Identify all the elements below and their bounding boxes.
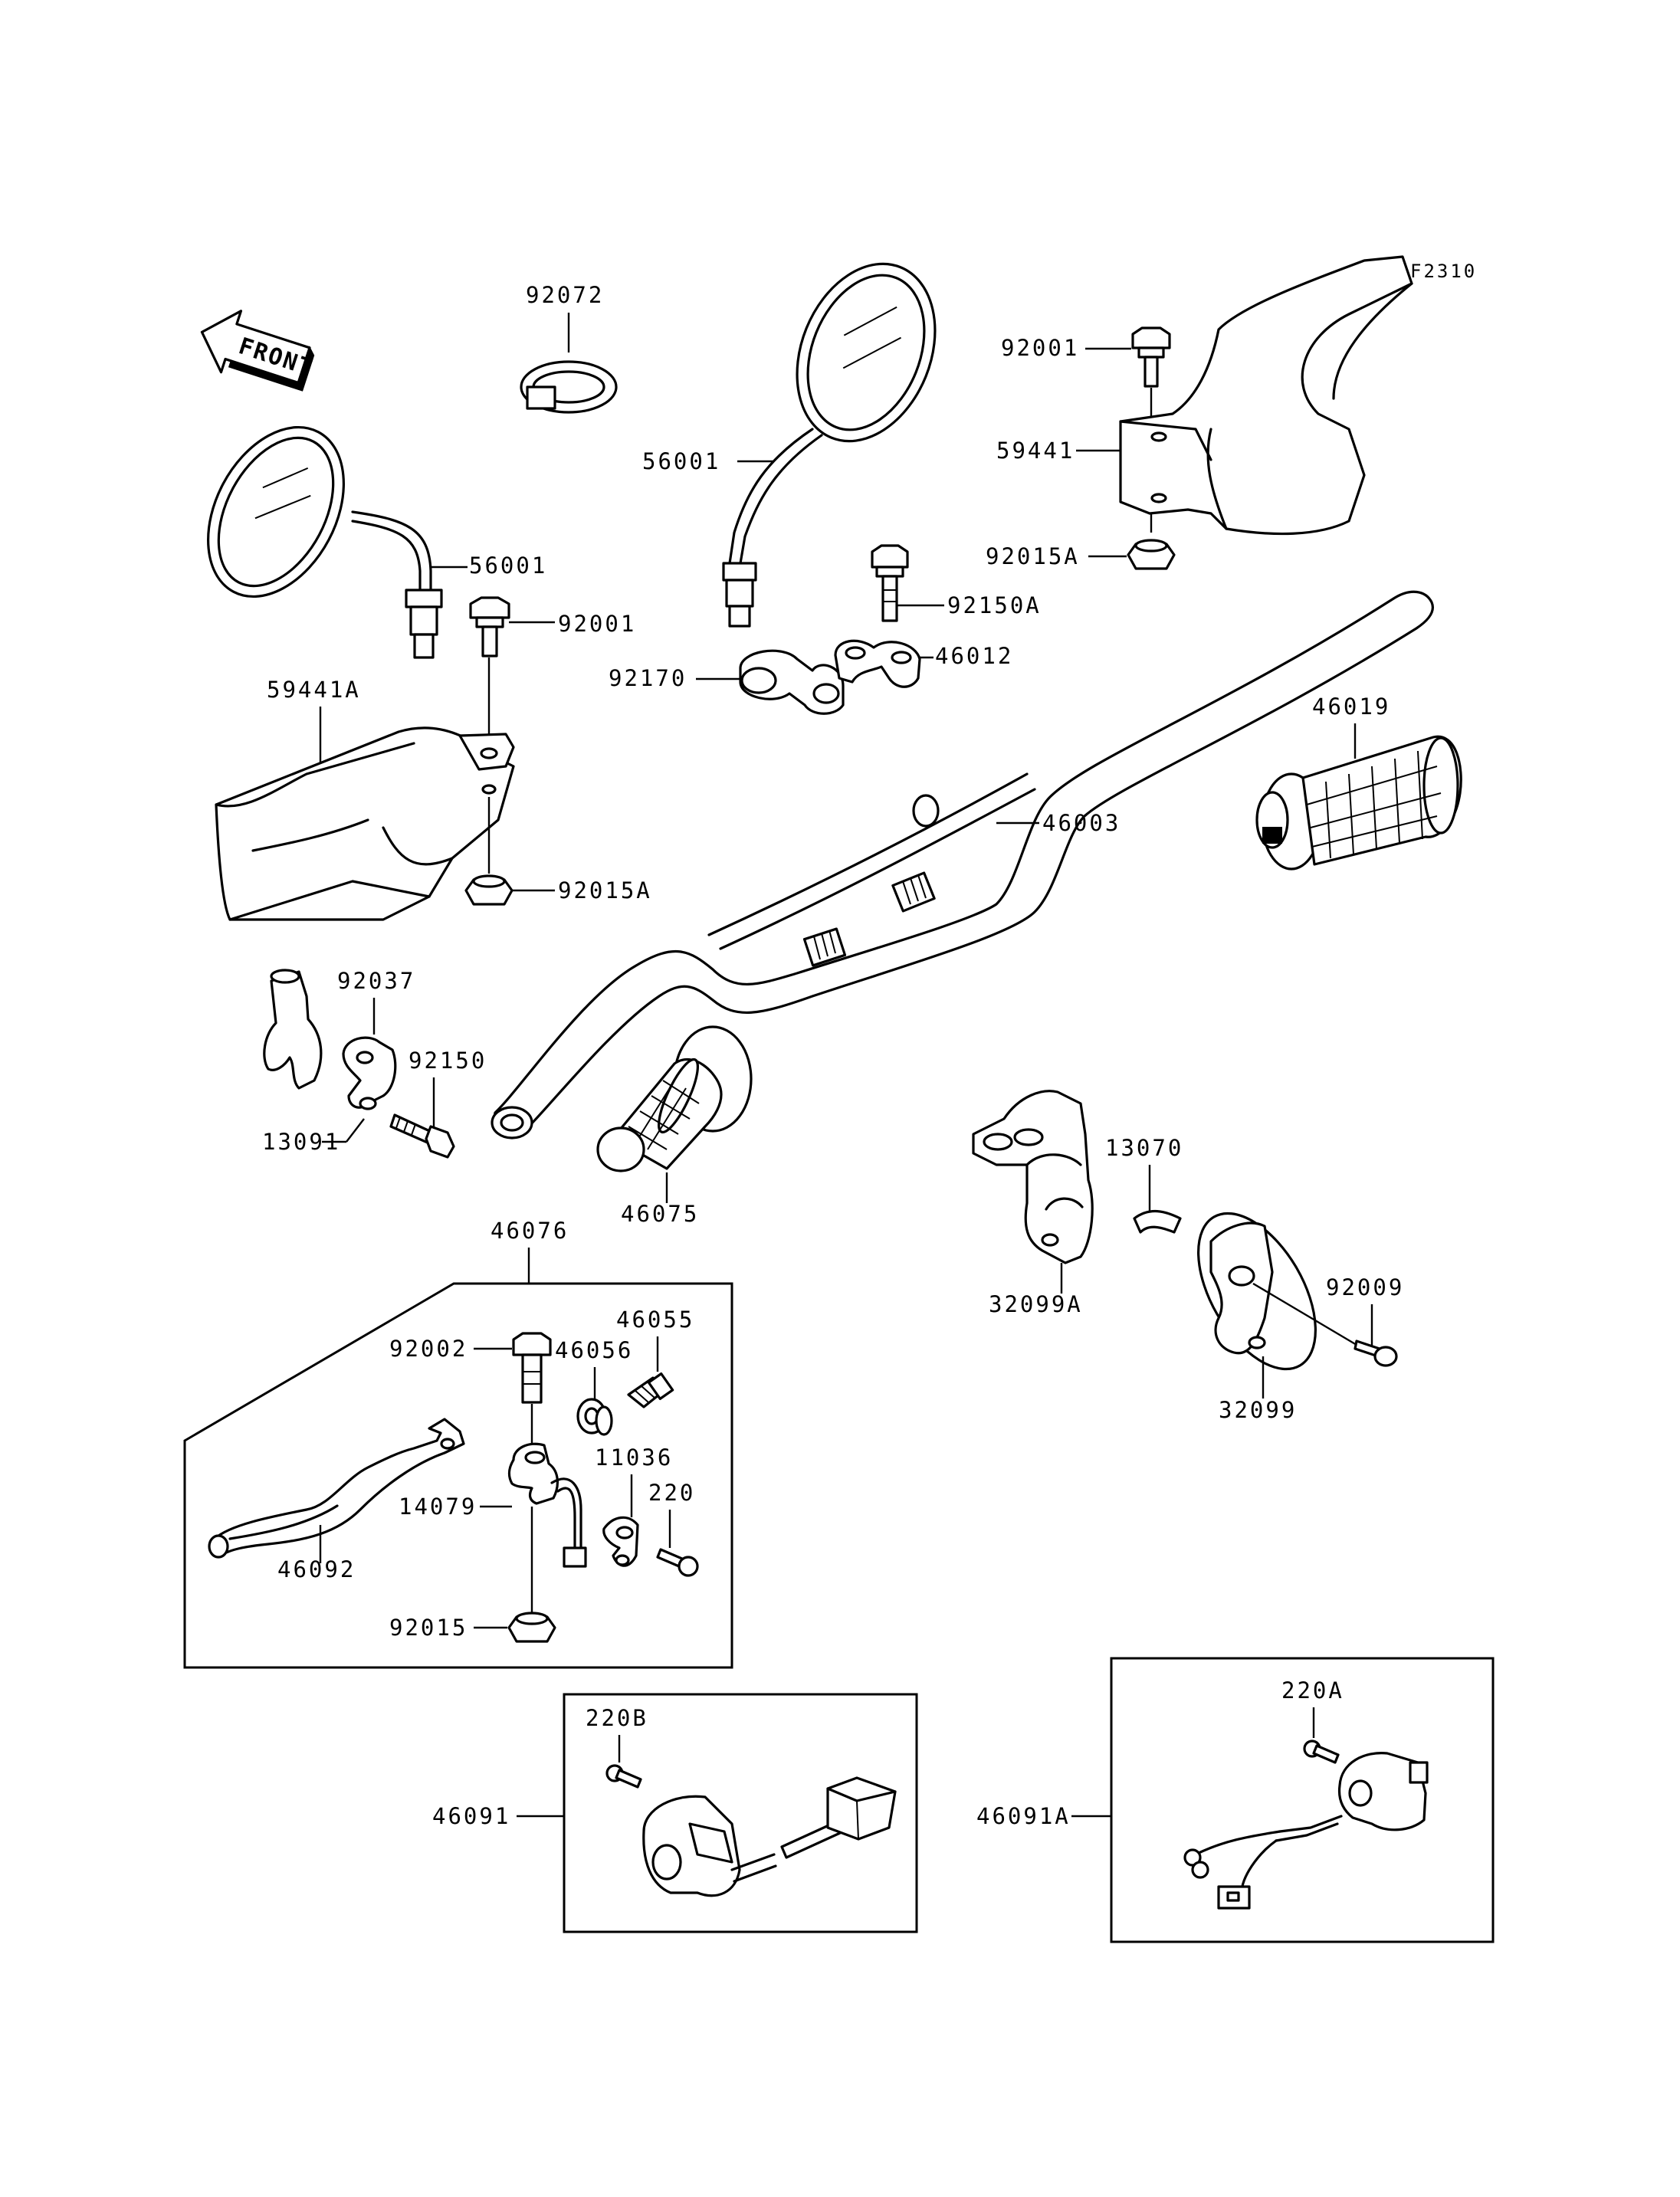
nut-92015: 92015	[389, 1612, 556, 1643]
switch-11036: 11036	[595, 1444, 673, 1567]
svg-text:46092: 46092	[277, 1556, 356, 1582]
holder-13091: 13091	[262, 969, 365, 1155]
svg-text:92002: 92002	[389, 1336, 468, 1362]
switch-housing-32099A: 32099A	[972, 1090, 1094, 1317]
bolt-92150A: 92150A	[871, 544, 1042, 622]
svg-text:46056: 46056	[555, 1337, 633, 1363]
switch-assembly-46091	[642, 1776, 897, 1897]
svg-text:46003: 46003	[1042, 810, 1121, 836]
box-46076: 46076 92002 46056 46055	[183, 1218, 733, 1669]
holder-14079: 14079	[399, 1442, 587, 1618]
svg-text:92001: 92001	[558, 611, 636, 637]
svg-text:92037: 92037	[337, 968, 415, 994]
svg-text:11036: 11036	[595, 1444, 673, 1471]
handguard-right-59441: 59441	[996, 255, 1413, 536]
svg-text:92170: 92170	[609, 665, 687, 691]
svg-text:220: 220	[648, 1480, 695, 1506]
figure-code: F2310	[1410, 261, 1477, 282]
svg-text:92072: 92072	[526, 282, 604, 308]
svg-text:46091A: 46091A	[976, 1803, 1071, 1829]
clamp-92037: 92037	[337, 968, 415, 1110]
svg-text:32099: 32099	[1219, 1397, 1297, 1423]
screw-92009: 92009	[1252, 1274, 1404, 1367]
svg-text:14079: 14079	[399, 1494, 477, 1520]
bolt-92002: 92002	[389, 1332, 552, 1448]
nut-right-92015A: 92015A	[986, 539, 1176, 570]
svg-text:59441A: 59441A	[267, 677, 361, 703]
svg-text:92015A: 92015A	[986, 543, 1080, 569]
svg-text:92015A: 92015A	[558, 877, 652, 903]
clamp-92170: 92170	[609, 649, 845, 715]
svg-text:56001: 56001	[642, 448, 720, 474]
bolt-left-92001: 92001	[469, 596, 636, 736]
svg-text:46055: 46055	[616, 1307, 694, 1333]
mirror-left-56001: 56001	[207, 425, 547, 659]
svg-text:46019: 46019	[1312, 694, 1390, 720]
svg-text:13070: 13070	[1105, 1135, 1183, 1161]
holder-46012: 46012	[834, 639, 1013, 688]
switch-housing-32099: 32099	[1197, 1212, 1317, 1423]
clamp-ring-92072: 92072	[520, 282, 618, 414]
switch-assembly-46091A	[1183, 1752, 1429, 1910]
nut-left-92015A: 92015A	[464, 874, 652, 906]
svg-text:92009: 92009	[1326, 1274, 1404, 1300]
svg-text:46075: 46075	[621, 1201, 699, 1227]
handguard-left-59441A: 59441A	[215, 677, 515, 921]
lever-46092: 46092	[208, 1418, 465, 1582]
front-arrow-icon: FRONT	[200, 310, 317, 392]
svg-text:92015: 92015	[389, 1615, 468, 1641]
svg-text:56001: 56001	[469, 553, 547, 579]
screw-220B	[605, 1764, 642, 1789]
grip-right-46019: 46019	[1255, 694, 1462, 871]
grip-left-46075: 46075	[596, 1025, 753, 1227]
svg-text:46012: 46012	[935, 643, 1013, 669]
handlebar-46003: 46003	[491, 590, 1434, 1139]
plate-13070: 13070	[1105, 1135, 1183, 1234]
box-46091A: 46091A 220A	[976, 1657, 1495, 1943]
adjuster-46055: 46055	[616, 1307, 694, 1408]
svg-text:59441: 59441	[996, 438, 1075, 464]
svg-text:92001: 92001	[1001, 335, 1079, 361]
svg-text:220A: 220A	[1281, 1677, 1344, 1703]
svg-text:92150: 92150	[409, 1048, 487, 1074]
mirror-center-56001: 56001	[642, 262, 937, 628]
screw-220A	[1303, 1740, 1340, 1764]
screw-220: 220	[648, 1480, 699, 1577]
nut-46056: 46056	[555, 1337, 633, 1436]
svg-text:220B: 220B	[586, 1705, 648, 1731]
svg-text:32099A: 32099A	[989, 1291, 1083, 1317]
svg-text:46091: 46091	[432, 1803, 510, 1829]
bolt-92150: 92150	[389, 1048, 487, 1159]
svg-text:46076: 46076	[491, 1218, 569, 1244]
box-46091: 46091 220B	[432, 1693, 918, 1933]
svg-text:92150A: 92150A	[947, 592, 1042, 618]
